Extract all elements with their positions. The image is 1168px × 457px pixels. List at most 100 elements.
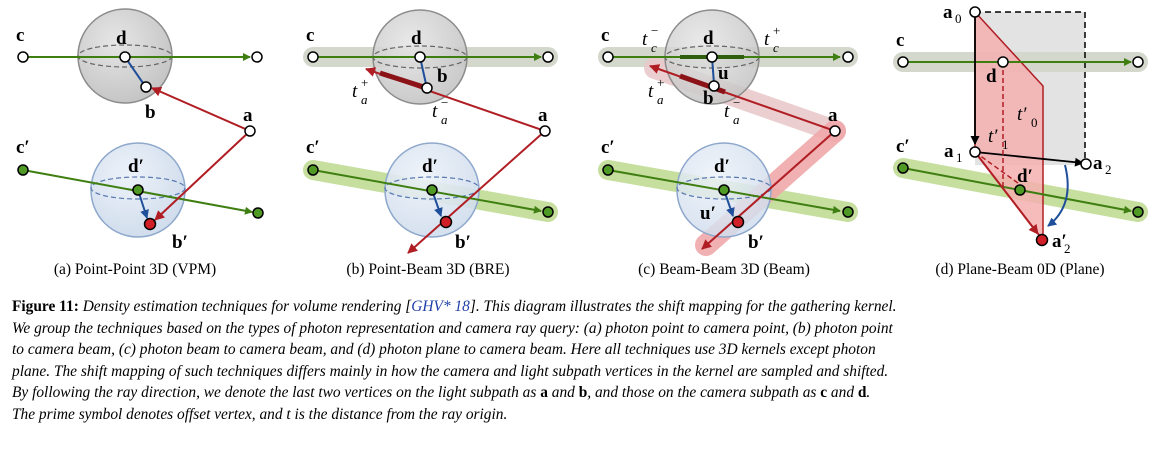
panel-d: a 0 c d t′ 0 t′ 1 c′ a 1 a 2 d′ a′ 2 <box>893 2 1148 256</box>
svg-text:1: 1 <box>956 150 963 165</box>
svg-text:2: 2 <box>1105 162 1112 177</box>
label-ta-minus: t − a <box>724 95 740 127</box>
svg-text:+: + <box>657 75 664 90</box>
caption-line-4: plane. The shift mapping of such techniq… <box>12 361 1162 383</box>
label-c-prime: c′ <box>16 137 30 158</box>
caption-text: and <box>547 384 579 402</box>
svg-text:2: 2 <box>1064 241 1071 256</box>
label-u-prime: u′ <box>700 203 716 224</box>
vertex-a <box>539 125 551 137</box>
svg-text:a: a <box>944 141 954 162</box>
vertex-d <box>997 56 1009 68</box>
caption-line-6: The prime symbol denotes offset vertex, … <box>12 404 1162 426</box>
vertex-a0 <box>969 6 981 18</box>
vertex-c <box>897 56 909 68</box>
svg-text:0: 0 <box>1031 115 1038 130</box>
light-segment-offset <box>154 130 251 221</box>
label-tc-minus: t − c <box>642 23 658 55</box>
caption-text: By following the ray direction, we denot… <box>12 384 541 402</box>
caption-text: The prime symbol denotes offset vertex, … <box>12 405 287 423</box>
svg-text:−: − <box>733 95 740 110</box>
label-d-prime: d′ <box>422 156 438 177</box>
vertex-c-prime <box>17 164 29 176</box>
caption-text: We group the techniques based on the typ… <box>12 319 893 337</box>
svg-text:t: t <box>764 29 770 50</box>
svg-text:−: − <box>651 23 658 38</box>
light-segment-offset <box>407 130 546 254</box>
label-t1-prime: t′ 1 <box>988 126 1009 152</box>
camera-end-offset <box>842 206 854 218</box>
panel-caption-b: (b) Point-Beam 3D (BRE) <box>346 261 510 278</box>
label-c: c <box>896 30 904 51</box>
vertex-d <box>119 51 131 63</box>
label-d: d <box>703 28 714 49</box>
vertex-u-prime <box>731 215 745 229</box>
svg-text:+: + <box>773 23 780 38</box>
vertex-c-prime <box>307 164 319 176</box>
label-c-prime: c′ <box>601 137 615 158</box>
vertex-d <box>706 51 718 63</box>
symbol-c: c <box>820 384 828 402</box>
caption-line-5: By following the ray direction, we denot… <box>12 382 1162 404</box>
svg-text:a: a <box>733 112 740 127</box>
label-a: a <box>538 105 548 126</box>
vertex-b-prime <box>439 215 453 229</box>
svg-text:+: + <box>361 75 368 90</box>
symbol-b: b <box>578 384 588 402</box>
panel-caption-c: (c) Beam-Beam 3D (Beam) <box>638 261 810 278</box>
svg-text:a: a <box>441 112 448 127</box>
vertex-u <box>708 80 720 92</box>
label-b: b <box>145 102 156 123</box>
vertex-c-prime <box>602 164 614 176</box>
caption-text: Density estimation techniques for volume… <box>78 298 412 315</box>
svg-text:0: 0 <box>955 11 962 26</box>
figure-diagram: c d b a c′ d′ b′ c d b a t <box>16 2 1148 256</box>
svg-text:t: t <box>648 81 654 102</box>
caption-text: to camera beam, (c) photon beam to camer… <box>12 341 876 359</box>
camera-end <box>251 51 263 63</box>
vertex-b-prime <box>143 217 157 231</box>
svg-text:a: a <box>943 2 953 23</box>
camera-end-offset <box>1132 206 1144 218</box>
label-c: c <box>601 25 609 46</box>
svg-text:t′: t′ <box>1017 104 1027 125</box>
caption-text: ]. This diagram illustrates the shift ma… <box>469 298 897 315</box>
svg-text:−: − <box>441 95 448 110</box>
svg-text:t: t <box>724 101 730 122</box>
symbol-t: t <box>286 405 291 423</box>
label-b-prime: b′ <box>748 232 764 253</box>
label-c: c <box>16 25 24 46</box>
label-t0-prime: t′ 0 <box>1017 104 1038 130</box>
svg-text:a: a <box>1093 153 1103 174</box>
a1-a2-edge <box>974 151 1084 167</box>
caption-line-1: Figure 11: Density estimation techniques… <box>12 296 1162 318</box>
caption-text: plane. The shift mapping of such techniq… <box>12 362 889 380</box>
label-a0: a 0 <box>943 2 962 26</box>
vertex-b <box>140 81 152 93</box>
camera-end <box>842 51 854 63</box>
panel-a: c d b a c′ d′ b′ <box>16 8 264 253</box>
caption-text: . <box>866 384 871 402</box>
vertex-d-prime <box>426 184 438 196</box>
symbol-a: a <box>540 384 548 402</box>
rotation-arc <box>1047 164 1069 227</box>
light-segment-offset <box>701 130 836 250</box>
caption-line-2: We group the techniques based on the typ… <box>12 318 1162 340</box>
label-b-prime: b′ <box>172 232 188 253</box>
camera-end <box>542 51 554 63</box>
figure-caption: Figure 11: Density estimation techniques… <box>12 296 1162 426</box>
label-d: d <box>411 28 422 49</box>
label-a: a <box>828 105 838 126</box>
label-a2: a 2 <box>1093 153 1112 177</box>
citation-link[interactable]: GHV* 18 <box>411 298 470 315</box>
vertex-c <box>602 51 614 63</box>
label-t-minus: t − a <box>432 95 448 127</box>
svg-text:a: a <box>361 92 368 107</box>
vertex-d <box>414 51 426 63</box>
svg-text:t′: t′ <box>988 126 998 147</box>
svg-text:a: a <box>657 92 664 107</box>
label-c-prime: c′ <box>306 137 320 158</box>
vertex-c <box>17 51 29 63</box>
panel-caption-a: (a) Point-Point 3D (VPM) <box>53 261 217 278</box>
svg-text:t: t <box>352 81 358 102</box>
